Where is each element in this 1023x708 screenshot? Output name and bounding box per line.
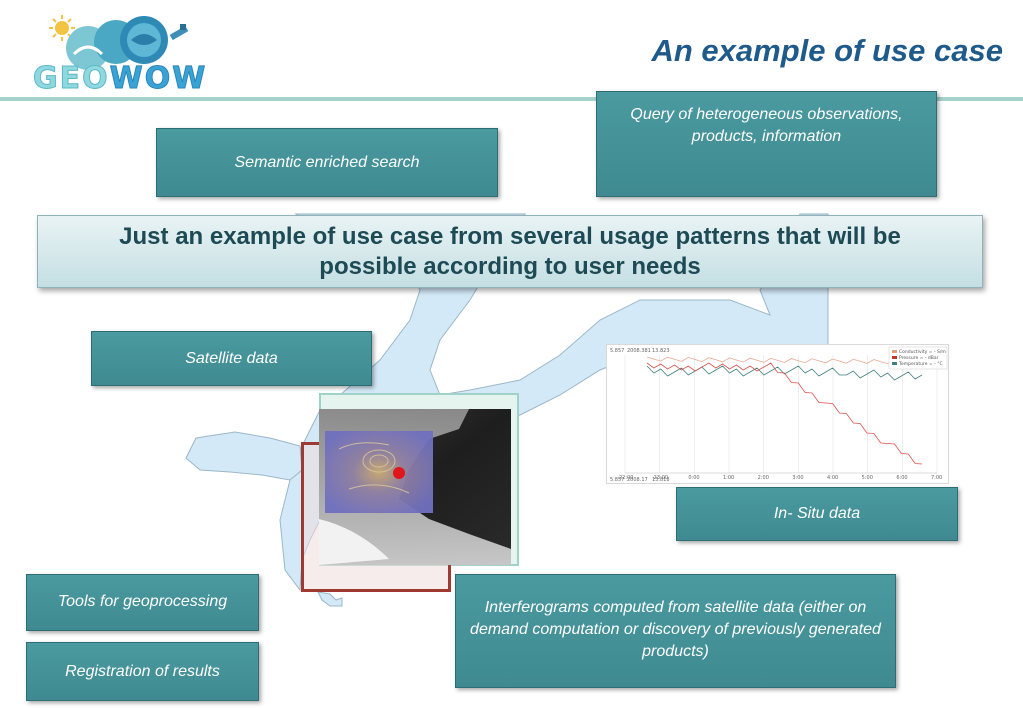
chart-legend: Conductivity = - S/m Pressure = - dBar T… (888, 346, 948, 370)
query-box: Query of heterogeneous observations, pro… (596, 91, 937, 197)
x-tick-label: 6:00 (896, 475, 907, 481)
semantic-search-box: Semantic enriched search (156, 128, 498, 197)
chart-footer-value-2: 2008.17 (627, 477, 648, 483)
x-tick-label: 5:00 (862, 475, 873, 481)
logo-wordmark: GEOWOW (33, 61, 208, 96)
x-tick-label: 1:00 (723, 475, 734, 481)
in-situ-chart: 5.857 2008.381 13.823 5.857 2008.17 13.8… (606, 344, 949, 484)
in-situ-data-box: In- Situ data (676, 487, 958, 541)
x-tick-label: 2:00 (758, 475, 769, 481)
registration-results-box: Registration of results (26, 642, 259, 701)
series-temperature (646, 365, 923, 381)
legend-conductivity: Conductivity = - S/m (899, 349, 946, 355)
x-tick-label: 23:00 (654, 475, 668, 481)
chart-header-value-2: 2008.381 (627, 348, 651, 354)
header-rule (0, 97, 1023, 101)
chart-footer-value-3: 13.818 (652, 477, 670, 483)
x-tick-label: 22:00 (619, 475, 633, 481)
slide-title: An example of use case (651, 33, 1004, 68)
tools-geoprocessing-box: Tools for geoprocessing (26, 574, 259, 631)
satellite-image (319, 409, 511, 565)
chart-header-value-3: 13.823 (652, 348, 670, 354)
satellite-data-box: Satellite data (91, 331, 372, 386)
x-tick-label: 7:00 (931, 475, 942, 481)
chart-footer-value-1: 5.857 (610, 477, 624, 483)
x-tick-label: 3:00 (792, 475, 803, 481)
map-island-south (317, 591, 343, 607)
logo-text-wow: WOW (109, 61, 208, 96)
use-case-banner: Just an example of use case from several… (37, 215, 983, 288)
x-tick-label: 0:00 (688, 475, 699, 481)
logo-text-geo: GEO (33, 61, 110, 96)
legend-temperature: Temperature = - °C (898, 361, 943, 367)
x-tick-label: 4:00 (827, 475, 838, 481)
globe-icon (66, 16, 168, 70)
series-pressure (646, 362, 923, 465)
series-conductivity (646, 356, 923, 365)
volcano-marker-icon (393, 467, 405, 479)
map-land-west (185, 431, 303, 481)
geowow-logo (49, 15, 189, 70)
interferograms-box: Interferograms computed from satellite d… (455, 574, 896, 688)
legend-pressure: Pressure = - dBar (899, 355, 939, 361)
chart-header-value-1: 5.857 (610, 348, 624, 354)
satellite-icon (169, 24, 189, 41)
